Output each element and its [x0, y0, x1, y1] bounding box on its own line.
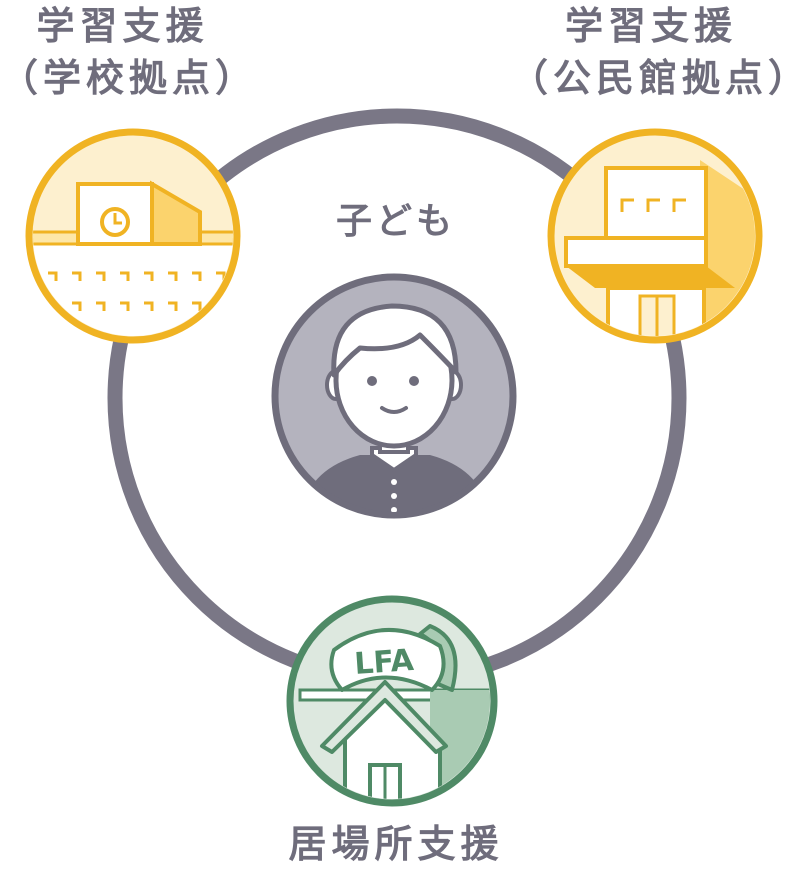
- school-support-label: 学習支援 （学校拠点）: [0, 0, 259, 104]
- place-node: LFA: [286, 595, 498, 807]
- house-icon: [298, 680, 490, 799]
- community-center-node: [547, 128, 763, 344]
- community-support-subtitle: （公民館拠点）: [510, 56, 792, 100]
- community-support-label: 学習支援 （公民館拠点）: [510, 0, 792, 104]
- lfa-logo-text: LFA: [353, 643, 415, 682]
- lfa-logo: LFA: [329, 624, 458, 692]
- child-node: [271, 273, 517, 519]
- place-support-label: 居場所支援: [288, 822, 504, 866]
- community-support-title: 学習支援: [564, 4, 737, 48]
- school-node: [25, 128, 241, 344]
- school-support-subtitle: （学校拠点）: [0, 56, 259, 100]
- school-support-title: 学習支援: [36, 4, 209, 48]
- child-label: 子ども: [335, 201, 456, 242]
